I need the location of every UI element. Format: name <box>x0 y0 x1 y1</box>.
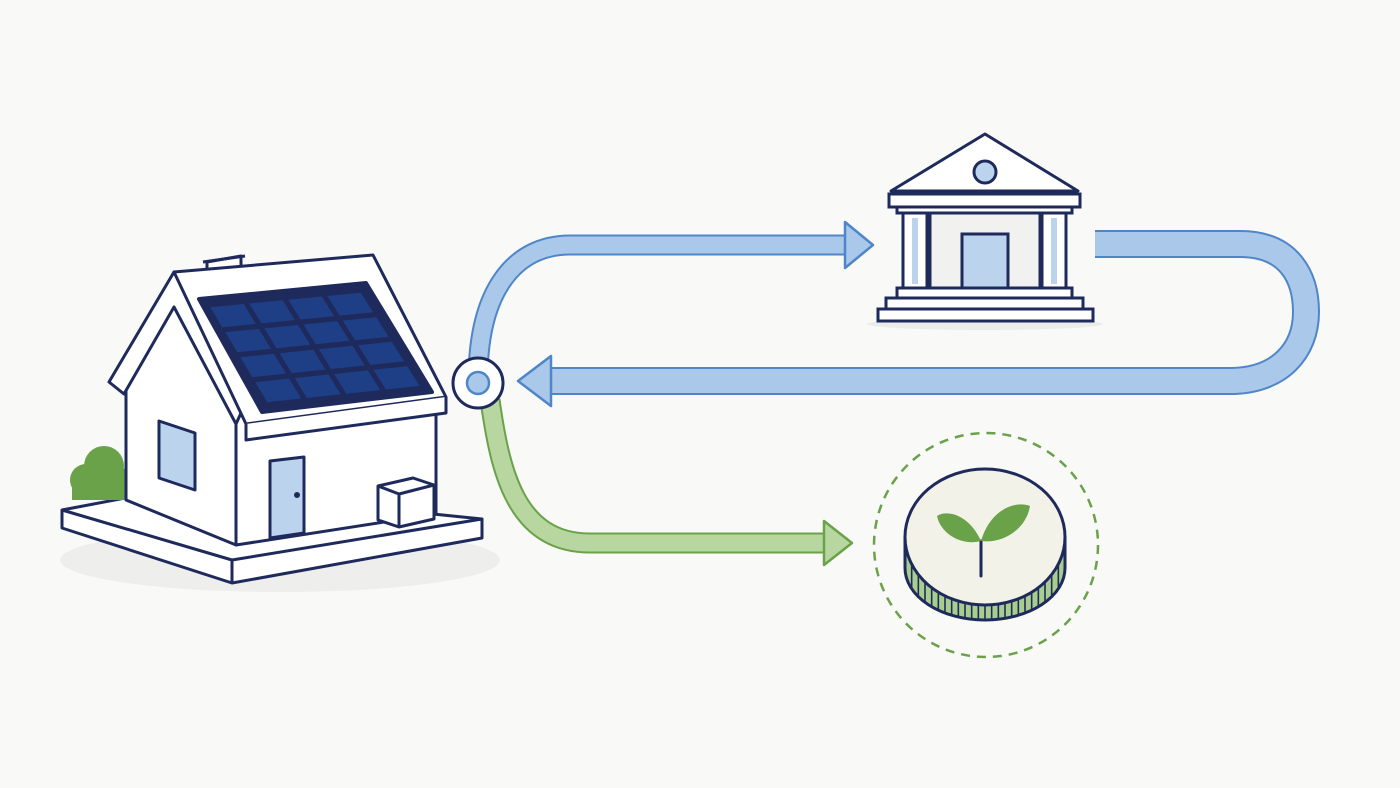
arrowhead-to-coin <box>822 519 854 567</box>
solar-cell <box>303 321 350 345</box>
bank-step-bottom <box>876 307 1095 323</box>
solar-cell <box>255 378 302 403</box>
solar-cell <box>249 300 295 324</box>
house-with-solar-panels-icon <box>60 253 500 592</box>
bank-entablature <box>887 192 1082 209</box>
arrowhead-to-house <box>516 354 553 408</box>
solar-cell <box>288 296 335 320</box>
door-knob <box>294 492 300 498</box>
solar-cell <box>294 374 341 398</box>
bank-building-icon <box>867 132 1103 330</box>
house-door <box>268 455 306 540</box>
flow-house-to-bank <box>467 220 875 381</box>
flow-house-to-coin <box>479 398 854 567</box>
solar-cell <box>334 370 381 394</box>
coin-dashed-ring <box>872 431 1100 659</box>
sprout-leaf-left <box>937 513 981 543</box>
solar-cell <box>264 325 311 349</box>
coin-edge-ridges <box>910 565 1060 619</box>
solar-cell <box>318 345 365 369</box>
junction-node-icon <box>451 356 505 410</box>
bush-icon <box>70 446 134 500</box>
solar-cell <box>327 292 374 316</box>
solar-cell <box>210 304 256 328</box>
solar-cell <box>358 341 405 365</box>
sprout-leaf-right <box>981 504 1030 542</box>
green-sprout-coin-icon <box>872 431 1100 659</box>
sprout-icon <box>937 504 1030 578</box>
solar-cell <box>240 353 287 378</box>
arrowhead-to-bank <box>843 220 875 270</box>
bank-step-middle <box>884 296 1085 311</box>
solar-cell <box>279 349 326 374</box>
solar-cell <box>225 328 271 353</box>
outdoor-unit-icon <box>376 476 436 529</box>
solar-cell <box>342 317 389 341</box>
bank-emblem <box>972 159 998 185</box>
house-window <box>157 419 197 492</box>
solar-panel-cells <box>210 292 420 403</box>
solar-cell <box>373 366 420 390</box>
flow-house-to-bank-band <box>467 234 848 381</box>
flow-bank-to-house <box>516 230 1321 408</box>
